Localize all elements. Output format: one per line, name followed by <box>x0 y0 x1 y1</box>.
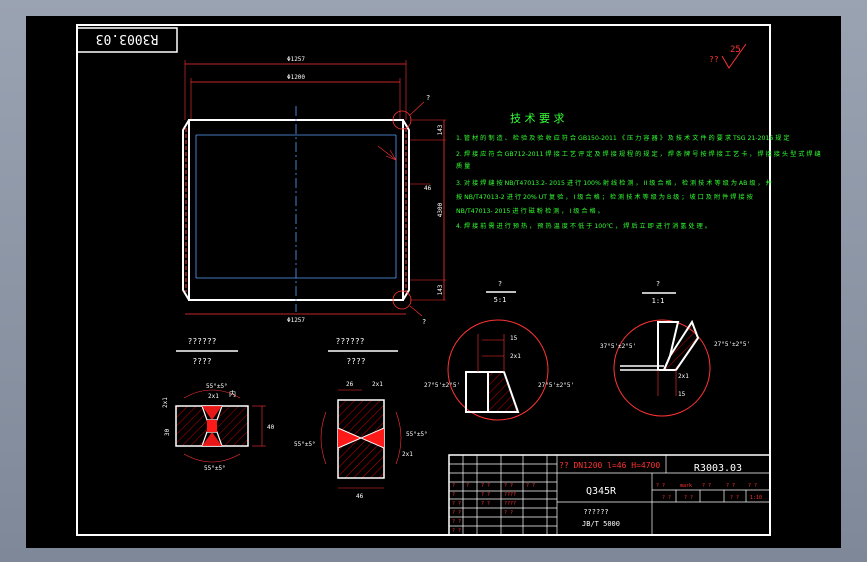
svg-text:内: 内 <box>229 389 236 398</box>
svg-text:?: ? <box>452 492 455 498</box>
roughness-symbol <box>721 43 747 69</box>
svg-text:46: 46 <box>356 493 364 500</box>
dim-outer-bottom: Φ1257 <box>287 317 305 324</box>
svg-text:2x1: 2x1 <box>510 353 521 360</box>
dim-right-top: 143 <box>437 124 444 135</box>
svg-text:?: ? <box>466 483 469 489</box>
svg-text:? ?: ? ? <box>452 528 461 534</box>
svg-text:55°±5°: 55°±5° <box>204 465 226 472</box>
svg-text:????: ???? <box>192 357 211 366</box>
roughness-value: 25 <box>730 45 741 55</box>
drawing-border <box>76 24 771 536</box>
drawing-svg: R3003.03 ?? 25 Φ1257 Φ1200 <box>76 24 821 536</box>
svg-text:?: ? <box>452 483 455 489</box>
svg-text:? ?: ? ? <box>662 495 671 501</box>
number-box-topleft <box>76 27 178 53</box>
leader-b: ? <box>422 318 426 326</box>
svg-text:mark: mark <box>680 483 692 489</box>
material: Q345R <box>586 486 617 497</box>
svg-text:??????: ?????? <box>336 337 365 346</box>
svg-text:26: 26 <box>346 381 354 388</box>
svg-text:? ?: ? ? <box>656 483 665 489</box>
dim-right-small: 46 <box>424 185 432 192</box>
tech-line-6: NB/T47013- 2015 进 行 磁 粉 检 测 ， I 级 合 格 。 <box>456 207 604 215</box>
svg-text:? ?: ? ? <box>452 519 461 525</box>
detail-right-scale: 1:1 <box>652 297 665 305</box>
svg-text:? ?: ? ? <box>726 483 735 489</box>
drawing-canvas[interactable]: R3003.03 ?? 25 Φ1257 Φ1200 <box>26 16 841 548</box>
svg-text:55°±5°: 55°±5° <box>206 383 228 390</box>
svg-text:? ?: ? ? <box>526 483 535 489</box>
svg-text:? ?: ? ? <box>730 495 739 501</box>
dim-right-bottom: 143 <box>437 284 444 295</box>
svg-text:2x1: 2x1 <box>372 381 383 388</box>
svg-text:55°±5°: 55°±5° <box>406 431 428 438</box>
svg-text:27°5'±2°5': 27°5'±2°5' <box>714 341 750 348</box>
drawing-number: R3003.03 <box>694 463 742 474</box>
technical-requirements: 技 术 要 求 1. 管 材 的 制 造 、 检 验 及 验 收 应 符 合 G… <box>456 112 821 230</box>
tech-title: 技 术 要 求 <box>510 112 565 125</box>
title-block: ? ? ? ? ? ? ? ? ? ? ? ? ? ? ? ? ? ???? ?… <box>448 454 771 536</box>
svg-text:55°±5°: 55°±5° <box>294 441 316 448</box>
standard-label: ?????? <box>583 508 608 516</box>
svg-text:2x1: 2x1 <box>208 393 219 400</box>
svg-text:? ?: ? ? <box>702 483 711 489</box>
svg-text:15: 15 <box>678 391 686 398</box>
tech-line-2: 2. 焊 接 应 符 合 GB712-2011 焊 接 工 艺 评 定 及 焊 … <box>456 150 821 158</box>
dim-inner: Φ1200 <box>287 74 305 81</box>
weld-section-a: ?????? ???? 55°±5° 55°±5° 2x1 内 2x1 30 4… <box>162 337 275 472</box>
dim-height: 4300 <box>437 202 444 217</box>
svg-text:? ?: ? ? <box>481 501 490 507</box>
svg-text:????: ???? <box>346 357 365 366</box>
svg-text:1:10: 1:10 <box>750 495 762 501</box>
svg-text:? ?: ? ? <box>504 483 513 489</box>
svg-text:30: 30 <box>164 428 171 436</box>
detail-view-right: ? 1:1 37°5'±2°5' 27°5'±2°5' 2x1 15 <box>600 280 750 417</box>
detail-view-left: ? 5:1 15 2x1 27°5'±2°5' 27°5'±2°5' <box>424 280 574 421</box>
cylinder-main-view: Φ1257 Φ1200 Φ1257 143 4300 <box>182 56 446 326</box>
dim-outer-top: Φ1257 <box>287 56 305 63</box>
svg-text:2x1: 2x1 <box>678 373 689 380</box>
svg-text:? ?: ? ? <box>684 495 693 501</box>
tech-line-5: 按 NB/T47013-2 进 行 20% UT 复 验 ， I 级 合 格 ；… <box>456 193 753 201</box>
svg-text:? ?: ? ? <box>504 510 513 516</box>
mirrored-drawing-number: R3003.03 <box>96 31 159 46</box>
svg-text:40: 40 <box>267 424 275 431</box>
svg-text:????: ???? <box>504 492 516 498</box>
weld-section-b: ?????? ???? 26 2x1 55°±5° 55°±5° 2x1 46 <box>294 337 428 500</box>
detail-left-scale: 5:1 <box>494 296 507 304</box>
svg-text:2x1: 2x1 <box>402 451 413 458</box>
svg-text:? ?: ? ? <box>481 483 490 489</box>
svg-text:?: ? <box>656 280 660 288</box>
tech-line-7: 4. 焊 接 前 需 进 行 预 热 ， 预 热 温 度 不 低 于 100℃ … <box>456 222 711 230</box>
svg-text:?: ? <box>498 280 502 288</box>
svg-text:37°5'±2°5': 37°5'±2°5' <box>600 343 636 350</box>
svg-text:????: ???? <box>504 501 516 507</box>
svg-text:??????: ?????? <box>188 337 217 346</box>
svg-text:27°5'±2°5': 27°5'±2°5' <box>424 382 460 389</box>
svg-text:2x1: 2x1 <box>162 397 169 408</box>
tech-line-1: 1. 管 材 的 制 造 、 检 验 及 验 收 应 符 合 GB150-201… <box>456 134 790 142</box>
svg-text:? ?: ? ? <box>748 483 757 489</box>
svg-text:27°5'±2°5': 27°5'±2°5' <box>538 382 574 389</box>
svg-text:? ?: ? ? <box>452 501 461 507</box>
standard-code: JB/T 5000 <box>582 520 620 528</box>
svg-text:? ?: ? ? <box>452 510 461 516</box>
svg-text:15: 15 <box>510 335 518 342</box>
roughness-prefix: ?? <box>709 55 719 64</box>
tech-line-4: 3. 对 接 焊 缝 按 NB/T47013.2- 2015 进 行 100% … <box>456 179 772 187</box>
product-name: ?? DN1200 l=46 H=4700 <box>559 461 660 470</box>
svg-text:? ?: ? ? <box>481 492 490 498</box>
tech-line-3: 质 量 <box>456 162 470 170</box>
leader-a: ? <box>426 94 430 102</box>
